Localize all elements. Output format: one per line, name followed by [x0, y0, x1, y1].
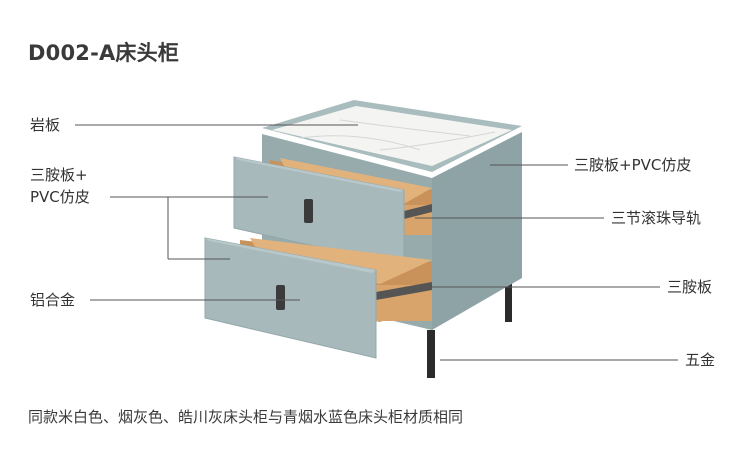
drawer-handle-icon[interactable]	[276, 285, 285, 310]
label-melamine-pvc-line1: 三胺板+	[30, 166, 88, 184]
drawer-handle-icon[interactable]	[304, 199, 313, 223]
cabinet-side-panel	[432, 132, 522, 330]
upper-slide-rail	[400, 204, 432, 220]
label-melamine-pvc-right: 三胺板+PVC仿皮	[574, 156, 692, 174]
leader-lines	[75, 124, 678, 361]
label-aluminum-alloy: 铝合金	[30, 291, 76, 309]
label-rock-slab: 岩板	[30, 116, 61, 134]
label-melamine-board: 三胺板	[667, 278, 713, 296]
label-melamine-pvc-line2: PVC仿皮	[30, 188, 90, 206]
label-hardware: 五金	[685, 351, 716, 369]
label-slide-rail: 三节滚珠导轨	[611, 209, 702, 227]
marble-top	[272, 106, 512, 166]
page-title: D002-A床头柜	[28, 41, 180, 65]
footer-note: 同款米白色、烟灰色、皓川灰床头柜与青烟水蓝色床头柜材质相同	[28, 408, 464, 426]
